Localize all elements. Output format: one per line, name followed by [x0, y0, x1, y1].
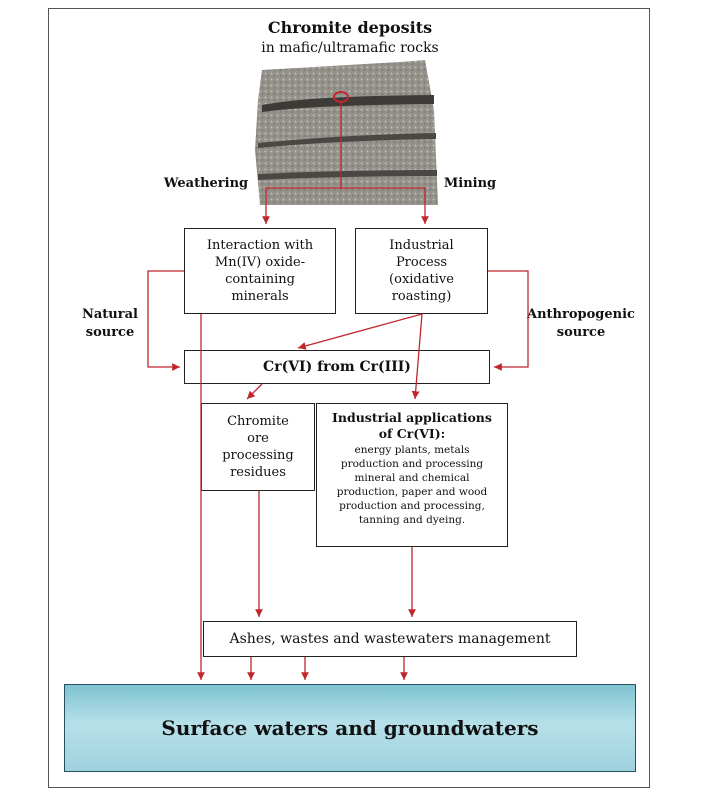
- natural-source-label: Natural source: [70, 306, 150, 342]
- anthropogenic-source-label: Anthropogenic source: [526, 306, 636, 342]
- ashes-box: Ashes, wastes and wastewaters management: [203, 621, 577, 657]
- residues-line: processing: [222, 448, 294, 463]
- industrial-process-line: Industrial: [389, 238, 454, 253]
- industrial-process-line: Process: [395, 255, 448, 270]
- applications-body-line: production, paper and wood: [336, 486, 488, 498]
- ashes-label: Ashes, wastes and wastewaters management: [229, 631, 551, 647]
- mining-label: Mining: [443, 176, 497, 191]
- applications-body-line: energy plants, metals: [354, 444, 470, 456]
- diagram-title: Chromite deposits: [267, 18, 433, 37]
- figure-frame: [48, 8, 650, 788]
- applications-box: Industrial applications of Cr(VI): energ…: [316, 403, 508, 547]
- weathering-label: Weathering: [163, 176, 249, 191]
- residues-box: Chromite ore processing residues: [201, 403, 315, 491]
- residues-line: ore: [247, 431, 269, 446]
- industrial-process-box: Industrial Process (oxidative roasting): [355, 228, 488, 314]
- interaction-line: Mn(IV) oxide-: [214, 255, 306, 270]
- surface-waters-label: Surface waters and groundwaters: [161, 716, 539, 740]
- industrial-process-line: roasting): [391, 289, 452, 304]
- applications-body-line: production and processing,: [339, 500, 485, 512]
- applications-body-line: mineral and chemical: [354, 472, 470, 484]
- natural-source-line2: source: [85, 325, 135, 340]
- applications-title-line: Industrial applications: [332, 410, 492, 425]
- cr6-label: Cr(VI) from Cr(III): [263, 359, 411, 375]
- natural-source-line1: Natural: [82, 307, 138, 322]
- applications-body-line: production and processing: [340, 458, 484, 470]
- residues-line: residues: [230, 465, 286, 480]
- interaction-line: Interaction with: [206, 238, 314, 253]
- industrial-process-line: (oxidative: [389, 272, 454, 287]
- anthropogenic-line2: source: [556, 325, 606, 340]
- surface-waters-box: Surface waters and groundwaters: [64, 684, 636, 772]
- interaction-line: containing: [225, 272, 295, 287]
- interaction-line: minerals: [231, 289, 289, 304]
- interaction-box: Interaction with Mn(IV) oxide- containin…: [184, 228, 336, 314]
- applications-title-line: of Cr(VI):: [378, 426, 446, 441]
- applications-body-line: tanning and dyeing.: [358, 514, 466, 526]
- diagram-subtitle: in mafic/ultramafic rocks: [261, 40, 439, 56]
- anthropogenic-line1: Anthropogenic: [527, 307, 635, 322]
- residues-line: Chromite: [227, 414, 289, 429]
- cr6-box: Cr(VI) from Cr(III): [184, 350, 490, 384]
